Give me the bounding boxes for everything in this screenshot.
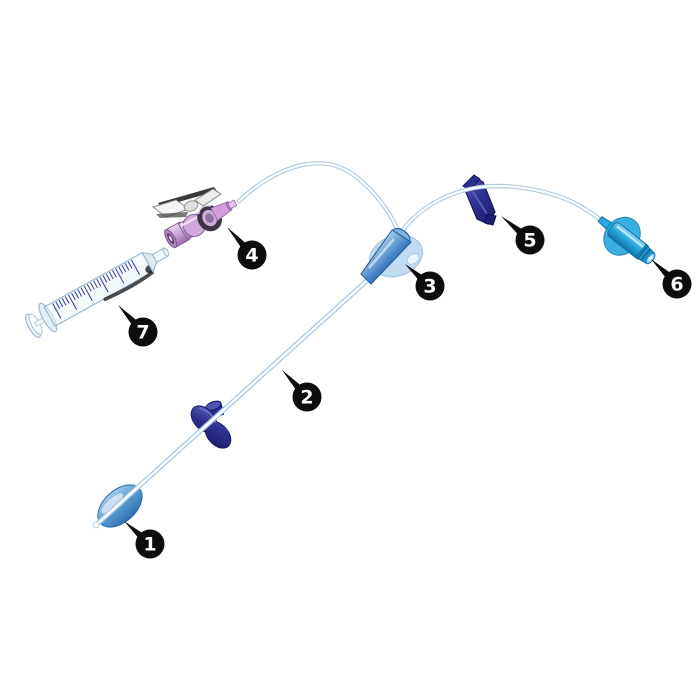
- callout-3-badge: [415, 271, 445, 301]
- syringe-shadow: [103, 270, 154, 302]
- callout-7: 7: [118, 305, 158, 347]
- callout-5: 5: [501, 216, 545, 255]
- stopcock-port-center: [168, 235, 173, 242]
- callout-2-label: 2: [300, 387, 313, 409]
- hub-cone: [360, 229, 412, 285]
- stopcock-collar-highlight: [197, 204, 212, 215]
- syringe-graduations: [52, 259, 141, 319]
- connector-highlight: [616, 225, 645, 249]
- callout-1-badge: [135, 529, 165, 559]
- stopcock-handle: [151, 187, 222, 218]
- callout-7-label: 7: [136, 322, 149, 344]
- callout-4-label: 4: [245, 245, 258, 267]
- balloon-highlight: [101, 493, 124, 514]
- callout-1-label: 1: [143, 534, 156, 556]
- slide-clamp-foot: [484, 213, 497, 226]
- callout-5-badge: [515, 225, 545, 255]
- connector-end-bore: [648, 255, 653, 262]
- callout-3-label: 3: [423, 276, 436, 298]
- syringe-barrel: [43, 251, 154, 327]
- stopcock-handle-right-wing: [194, 188, 222, 207]
- luer-connector: [597, 215, 656, 265]
- syringe-nozzle-tip: [162, 247, 170, 257]
- stopcock-handle-hub: [183, 200, 199, 212]
- callout-6-label: 6: [670, 274, 683, 296]
- extension-tubing-right: [400, 183, 606, 233]
- callout-1: 1: [124, 521, 165, 559]
- callout-7-badge: [128, 317, 158, 347]
- callout-2-badge: [292, 382, 322, 412]
- catheter-tip: [92, 521, 100, 529]
- suture-wing-hub: [360, 227, 412, 285]
- catheter-tubing: [92, 274, 374, 529]
- callout-6: 6: [651, 259, 692, 299]
- syringe: [24, 247, 170, 338]
- hub-suture-hole-right: [406, 253, 420, 265]
- callout-4-badge: [237, 240, 267, 270]
- stopcock: [151, 187, 238, 249]
- extension-tubing-left: [236, 161, 401, 234]
- hub-cone-highlight: [368, 238, 395, 269]
- callout-2: 2: [282, 370, 322, 412]
- callout-6-badge: [662, 269, 692, 299]
- stopcock-handle-shadow: [156, 212, 188, 218]
- suture-wing-body: [190, 405, 232, 449]
- connector-ridges: [637, 245, 651, 261]
- stopcock-collar-bore: [205, 213, 214, 223]
- slide-clamp-slot: [472, 191, 488, 215]
- stopcock-tip-nub: [227, 199, 238, 210]
- callout-4: 4: [227, 227, 267, 270]
- callout-5-label: 5: [523, 230, 536, 252]
- slide-clamp: [462, 174, 497, 226]
- callout-3: 3: [405, 264, 445, 301]
